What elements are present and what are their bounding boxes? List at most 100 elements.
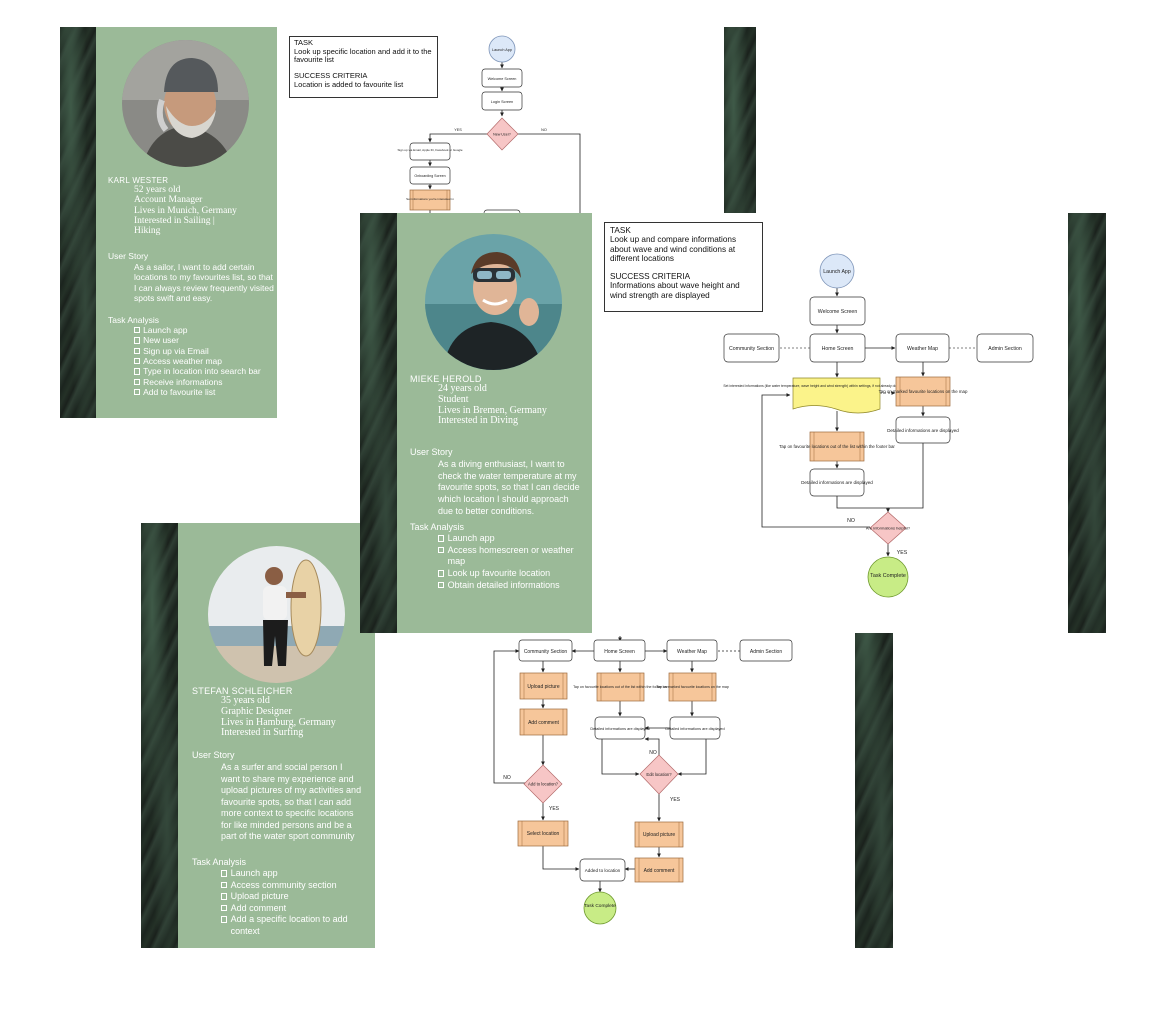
node-community: Community Section [518,639,573,662]
persona-job: Account Manager [134,195,203,206]
task-item: Launch app [134,325,276,335]
task-text: Look up and compare informations about w… [610,235,737,264]
label-yes: YES [670,797,681,803]
persona-location: Lives in Munich, Germany [134,205,237,216]
persona-age: 52 years old [134,185,181,195]
svg-text:Community Section: Community Section [729,346,774,352]
user-story-text: As a sailor, I want to add certain locat… [134,262,274,304]
svg-text:Tap on marked favourite locati: Tap on marked favourite locations on the… [879,389,968,394]
flowchart-mieke: Launch App Welcome Screen Community Sect… [723,253,1034,598]
svg-text:Welcome Screen: Welcome Screen [488,77,517,81]
task-analysis-title: Task Analysis [192,857,247,867]
svg-text:Weather Map: Weather Map [677,649,707,655]
svg-text:New User?: New User? [493,133,511,137]
svg-text:Admin Section: Admin Section [988,346,1022,352]
svg-text:Set informations you're intere: Set informations you're interested in [406,197,454,201]
svg-text:Upload picture: Upload picture [527,684,559,690]
marble-border-left [360,213,397,633]
node-onboarding: Onboarding Screen [409,166,451,185]
node-comment-left: Add comment [519,708,568,736]
persona-age: 24 years old [438,383,487,394]
task-label: TASK [610,226,631,235]
persona-interest-2: Hiking [134,226,161,236]
task-box: TASK Look up and compare informations ab… [604,222,763,312]
svg-text:Detailed informations are disp: Detailed informations are displayed [801,480,873,485]
flowchart-stefan: Community Section Home Screen Weather Ma… [493,636,793,925]
svg-text:Detailed informations are disp: Detailed informations are displayed [887,428,959,433]
node-details-right: Detailed informations are displayed [887,416,959,444]
task-analysis-title: Task Analysis [410,522,465,532]
node-tap-map: Tap on marked favourite locations on the… [879,376,968,407]
persona-name: MIEKE HEROLD [410,374,482,384]
label-no: NO [847,518,855,524]
criteria-label: SUCCESS CRITERIA [610,271,691,281]
task-item: Upload picture [221,891,371,903]
persona-facts: 24 years old Student Lives in Bremen, Ge… [438,383,547,427]
node-upload-left: Upload picture [519,672,568,700]
node-settings-note: Set interested informations (like water … [723,377,950,414]
label-yes: YES [549,806,560,812]
svg-text:Detailed informations are disp: Detailed informations are displayed [590,727,649,731]
node-home: Home Screen [809,333,866,363]
checkbox-icon [134,347,141,354]
task-analysis-list: Launch app Access homescreen or weather … [438,533,588,591]
checkbox-icon [134,389,141,396]
task-item: Launch app [221,868,371,880]
svg-text:Edit location?: Edit location? [646,772,672,777]
user-story-text: As a surfer and social person I want to … [221,762,362,842]
node-home: Home Screen [593,639,646,662]
svg-text:Tap on favourite locations out: Tap on favourite locations out of the li… [573,685,668,689]
persona-job: Graphic Designer [221,705,292,717]
svg-text:Welcome Screen: Welcome Screen [818,309,858,315]
checkbox-icon [134,368,141,375]
node-added: Added to location [579,858,626,882]
svg-text:Launch App: Launch App [492,48,512,52]
svg-text:Task Complete: Task Complete [870,573,906,579]
checkbox-icon [221,916,228,923]
task-item: Receive informations [134,377,276,387]
node-comment-right: Add comment [634,857,684,883]
persona-interest: Interested in Sailing | [134,215,215,226]
svg-text:Tap on marked favourite locati: Tap on marked favourite locations on the… [656,685,729,689]
persona-location: Lives in Bremen, Germany [438,404,547,416]
persona-job: Student [438,393,469,405]
svg-text:Add comment: Add comment [528,720,559,726]
node-tap-map: Tap on marked favourite locations on the… [656,672,729,702]
svg-text:Home Screen: Home Screen [822,346,854,352]
svg-text:Sign up via Email, Apple ID, F: Sign up via Email, Apple ID, Facebook or… [397,148,462,152]
user-story-title: User Story [108,251,149,261]
svg-text:Launch App: Launch App [823,269,851,275]
task-analysis-list: Launch app Access community section Uplo… [221,868,371,937]
marble-border-left [60,27,96,418]
node-set-interests: Set informations you're interested in [406,189,454,211]
persona-facts: 35 years old Graphic Designer Lives in H… [221,695,336,739]
checkbox-icon [221,870,228,877]
persona-name: STEFAN SCHLEICHER [192,686,293,696]
svg-text:Onboarding Screen: Onboarding Screen [414,174,445,178]
checkbox-icon [221,893,228,900]
node-new-user-decision: New User? [486,117,519,151]
node-login: Login Screen [481,91,523,111]
svg-text:Community Section: Community Section [524,649,568,655]
label-no: NO [541,128,547,132]
criteria-text: Location is added to favourite list [294,79,404,89]
svg-text:Add comment: Add comment [644,868,675,874]
criteria-label: SUCCESS CRITERIA [294,70,368,80]
persona-slide-mieke: MIEKE HEROLD 24 years old Student Lives … [360,213,1106,633]
task-box: TASK Look up specific location and add i… [289,36,438,98]
flowchart-karl: Launch App Welcome Screen Login Screen N… [397,35,581,418]
avatar [122,40,249,167]
sailor-portrait-icon [122,40,249,167]
task-item: Add to favourite list [134,387,276,397]
persona-panel: MIEKE HEROLD 24 years old Student Lives … [397,213,592,633]
node-tap-footer: Tap on favourite locations out of the li… [779,431,895,462]
checkbox-icon [221,904,228,912]
task-item: Obtain detailed informations [438,580,588,592]
node-select: Select location [517,820,569,847]
node-weather: Weather Map [895,333,950,363]
node-details-left: Detailed informations are displayed [801,468,873,497]
svg-text:Added to location: Added to location [585,868,621,873]
task-item: Launch app [438,533,588,545]
checkbox-icon [134,358,141,365]
user-story-text: As a diving enthusiast, I want to check … [438,459,580,516]
